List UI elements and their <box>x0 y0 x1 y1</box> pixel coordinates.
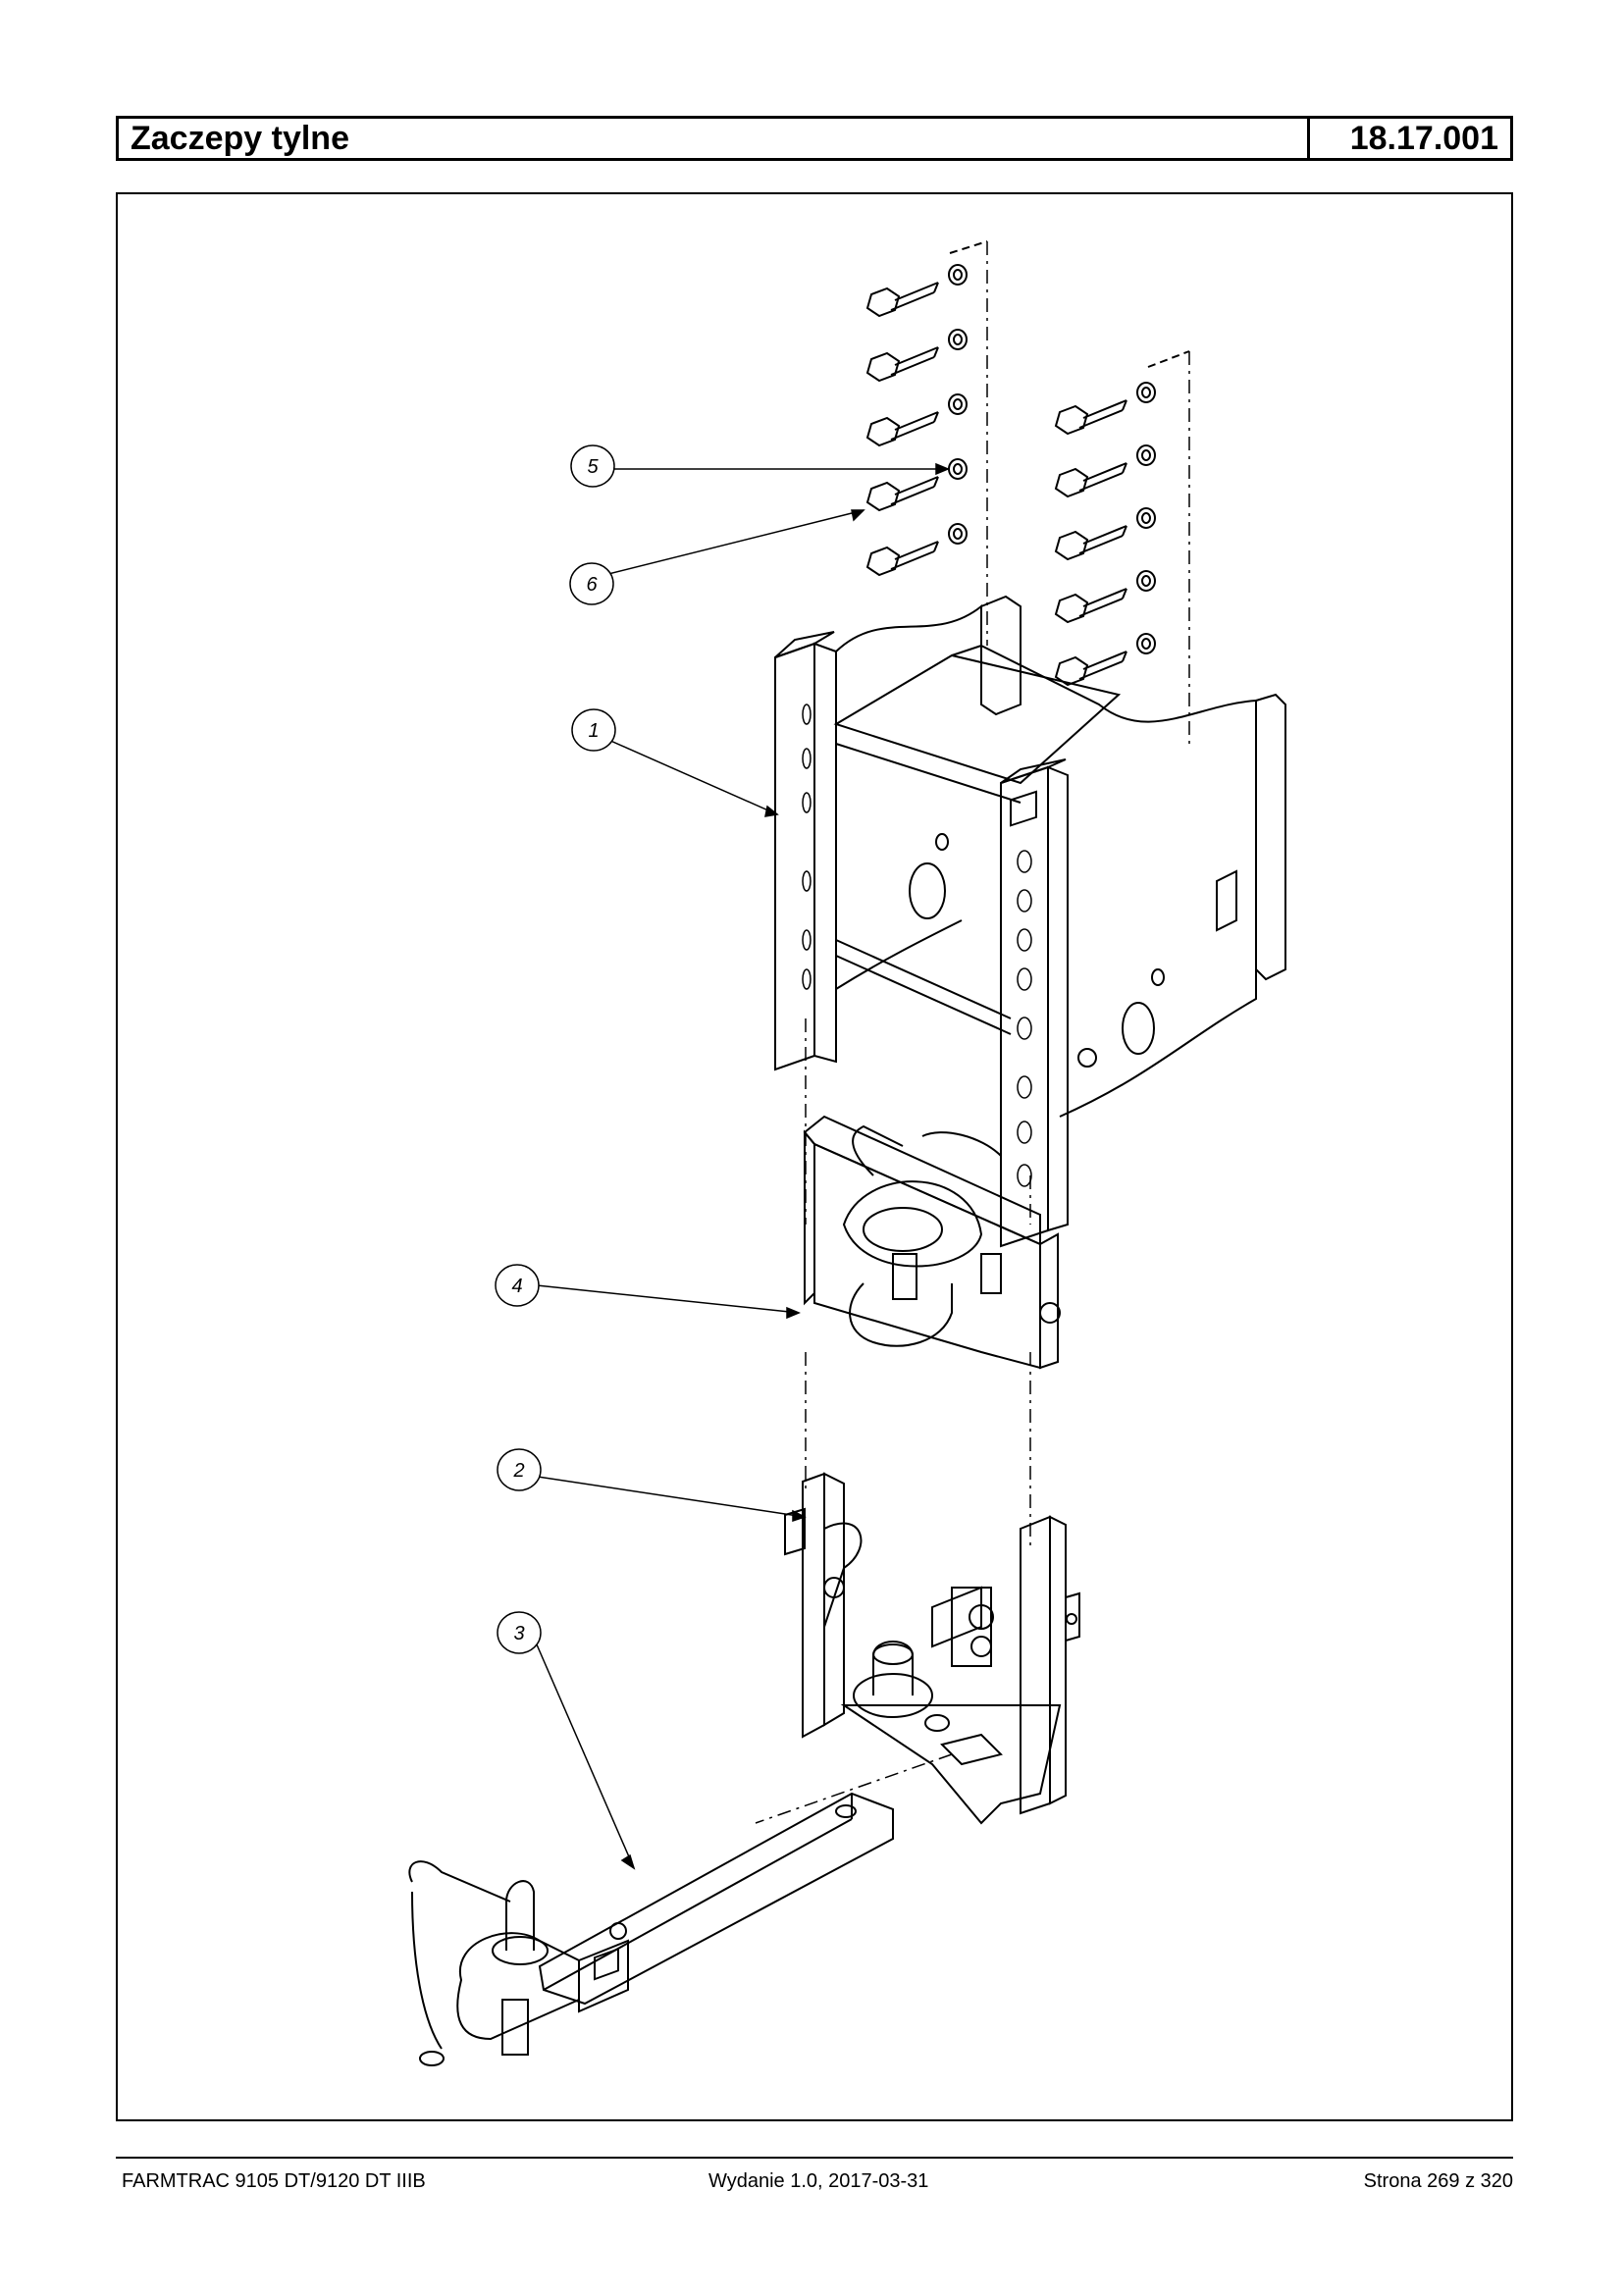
footer-edition: Wydanie 1.0, 2017-03-31 <box>708 2170 929 2192</box>
callout-3-label: 3 <box>513 1623 524 1644</box>
footer-page-number: Strona 269 z 320 <box>1363 2170 1513 2192</box>
callout-1-circle <box>571 708 616 752</box>
callout-2-circle <box>497 1448 542 1491</box>
callout-5-label: 5 <box>587 456 599 478</box>
page-title: Zaczepy tylne <box>131 119 349 157</box>
drawbar-part-3 <box>408 1792 894 2066</box>
callout-1-label: 1 <box>588 720 599 742</box>
pickup-hitch-part-2 <box>784 1472 1080 1825</box>
callout-4-label: 4 <box>511 1276 522 1297</box>
callout-6-label: 6 <box>586 574 598 596</box>
exploded-view-diagram: 5 6 1 4 2 3 <box>408 240 1286 2066</box>
callout-2-label: 2 <box>512 1460 524 1482</box>
footer-model: FARMTRAC 9105 DT/9120 DT IIIB <box>122 2170 426 2192</box>
alignment-lines <box>755 241 1190 1824</box>
callout-4-circle <box>495 1264 540 1307</box>
callout-leaders <box>517 462 950 1870</box>
bolt-set-left <box>865 240 988 577</box>
page-header: Zaczepy tylne 18.17.001 <box>116 116 1513 161</box>
callout-6-circle <box>569 562 614 605</box>
callout-circles <box>495 444 616 1654</box>
hitch-frame-part-1 <box>774 595 1286 1248</box>
section-code: 18.17.001 <box>1307 119 1510 158</box>
callout-3-circle <box>497 1611 542 1654</box>
bolt-set-right <box>1054 350 1190 687</box>
clevis-hitch-part-4 <box>803 1115 1061 1370</box>
diagram-frame: 5 6 1 4 2 3 <box>116 192 1513 2121</box>
footer-divider <box>116 2157 1513 2159</box>
callout-5-circle <box>570 444 615 488</box>
